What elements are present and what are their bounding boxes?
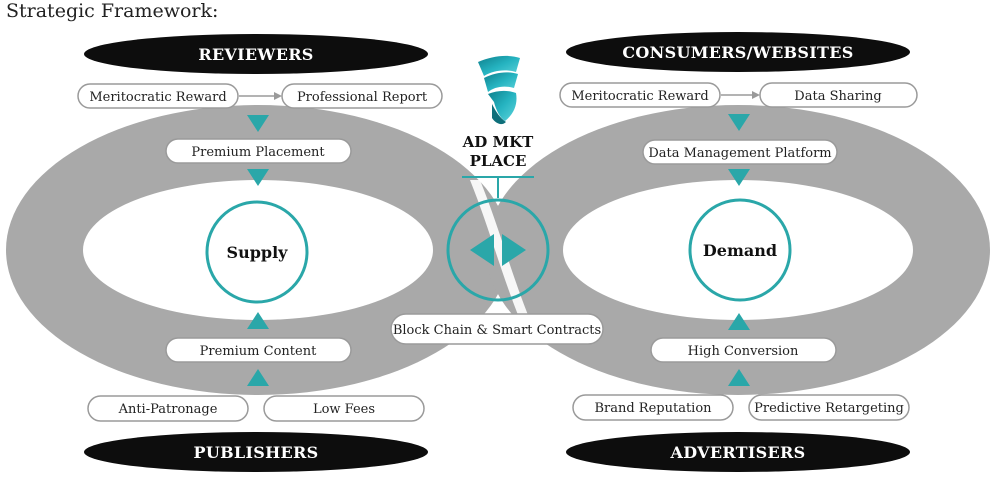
supply-top-right-label: Professional Report xyxy=(297,90,428,105)
advertisers-header: ADVERTISERS xyxy=(566,432,910,472)
supply-bottom-left-pill: Anti-Patronage xyxy=(87,395,249,422)
demand-lower-pill: High Conversion xyxy=(650,337,837,363)
supply-top-left-label: Meritocratic Reward xyxy=(89,90,226,105)
blockchain-pill: Block Chain & Smart Contracts xyxy=(390,313,604,345)
center-right-arrow xyxy=(502,234,526,266)
demand-lower-label: High Conversion xyxy=(688,344,799,359)
supply-upper-label: Premium Placement xyxy=(191,145,325,160)
demand-bottom-left-label: Brand Reputation xyxy=(594,401,712,416)
demand-top-right-label: Data Sharing xyxy=(794,89,881,104)
supply-up-arrow-2 xyxy=(247,369,269,386)
supply-circle: Supply xyxy=(205,200,309,304)
demand-bottom-right-label: Predictive Retargeting xyxy=(754,401,904,416)
page-title: Strategic Framework: xyxy=(6,0,219,22)
demand-bottom-left-pill: Brand Reputation xyxy=(572,394,734,421)
supply-top-left-pill: Meritocratic Reward xyxy=(77,83,239,109)
blockchain-label: Block Chain & Smart Contracts xyxy=(393,323,601,338)
demand-up-arrow-2 xyxy=(728,369,750,386)
center-name-line1: AD MKT xyxy=(462,133,535,151)
supply-bottom-right-label: Low Fees xyxy=(313,402,375,417)
supply-lower-pill: Premium Content xyxy=(165,337,352,363)
demand-arrow-right-top xyxy=(721,91,760,99)
supply-arrow-right-top xyxy=(239,92,282,100)
demand-top-left-label: Meritocratic Reward xyxy=(571,89,708,104)
demand-circle: Demand xyxy=(688,198,792,302)
center-name-line2: PLACE xyxy=(470,152,527,170)
consumers-header-label: CONSUMERS/WEBSITES xyxy=(622,43,853,62)
demand-upper-pill: Data Management Platform xyxy=(642,139,838,165)
stylized-f-logo-icon xyxy=(478,55,520,125)
demand-down-arrow-2 xyxy=(728,169,750,186)
publishers-header-label: PUBLISHERS xyxy=(194,443,319,462)
supply-down-arrow-2 xyxy=(247,169,269,186)
supply-bottom-left-label: Anti-Patronage xyxy=(118,402,218,417)
supply-lower-label: Premium Content xyxy=(200,344,317,359)
demand-up-arrow-1 xyxy=(728,313,750,330)
supply-top-right-pill: Professional Report xyxy=(281,83,443,109)
reviewers-header-label: REVIEWERS xyxy=(198,45,313,64)
supply-label: Supply xyxy=(227,243,289,262)
supply-upper-pill: Premium Placement xyxy=(165,138,352,164)
supply-bottom-right-pill: Low Fees xyxy=(263,395,425,422)
consumers-header: CONSUMERS/WEBSITES xyxy=(566,32,910,72)
publishers-header: PUBLISHERS xyxy=(84,432,428,472)
supply-down-arrow-1 xyxy=(247,115,269,132)
advertisers-header-label: ADVERTISERS xyxy=(670,443,806,462)
demand-down-arrow-1 xyxy=(728,114,750,131)
center-left-arrow xyxy=(470,234,494,266)
demand-top-left-pill: Meritocratic Reward xyxy=(559,82,721,108)
demand-label: Demand xyxy=(703,241,777,260)
crossover-band xyxy=(470,180,530,320)
supply-up-arrow-1 xyxy=(247,312,269,329)
center-hub-circle xyxy=(446,198,550,302)
demand-bottom-right-pill: Predictive Retargeting xyxy=(748,394,910,421)
demand-upper-label: Data Management Platform xyxy=(648,146,831,161)
demand-top-right-pill: Data Sharing xyxy=(759,82,918,108)
reviewers-header: REVIEWERS xyxy=(84,34,428,74)
